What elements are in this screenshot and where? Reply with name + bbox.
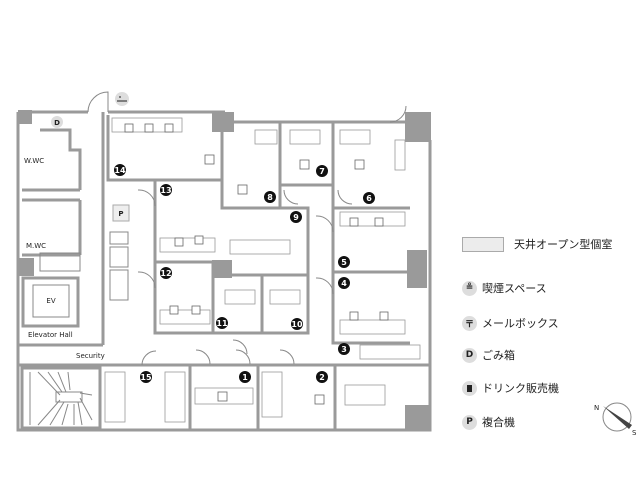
room-5[interactable]: 5 [341, 258, 347, 267]
legend-open-ceiling: 天井オープン型個室 [462, 236, 612, 252]
open-ceiling-swatch [462, 236, 504, 252]
room-2[interactable]: 2 [319, 373, 325, 382]
legend-mailbox: 〒 メールボックス [462, 315, 559, 331]
room-4[interactable]: 4 [341, 279, 347, 288]
elevator-shaft [21, 276, 80, 328]
legend-vending: ドリンク販売機 [462, 380, 559, 396]
pillar [18, 258, 34, 276]
printer-marker: P [118, 210, 123, 218]
security-label: Security [76, 352, 105, 360]
legend-label: 喫煙スペース [482, 282, 547, 295]
wwc-label: W.WC [24, 157, 44, 165]
trash-icon [51, 116, 63, 128]
room-13[interactable]: 13 [160, 186, 171, 195]
compass-south: S [632, 429, 637, 437]
legend-label: メールボックス [482, 317, 559, 330]
printer-icon: P [462, 414, 477, 430]
elevator-hall-label: Elevator Hall [28, 331, 73, 339]
room-12[interactable]: 12 [160, 269, 171, 278]
smoking-area-icon [115, 92, 129, 106]
room-6[interactable]: 6 [366, 194, 372, 203]
legend-printer: P 複合機 [462, 414, 515, 430]
room-3[interactable]: 3 [341, 345, 347, 354]
room-14[interactable]: 14 [114, 166, 126, 175]
mailbox-icon: 〒 [462, 315, 477, 331]
smoking-icon: ≗ [462, 280, 477, 296]
legend-smoking: ≗ 喫煙スペース [462, 280, 547, 296]
room-9[interactable]: 9 [293, 213, 299, 222]
room-8[interactable]: 8 [267, 193, 273, 202]
trash-icon: D [462, 347, 477, 363]
pillar [405, 112, 431, 142]
staircase [20, 366, 102, 430]
walls [16, 91, 432, 432]
compass: N S [594, 402, 637, 437]
room-1[interactable]: 1 [242, 373, 248, 382]
printer-icon [112, 204, 130, 222]
room-10[interactable]: 10 [291, 320, 303, 329]
pillar [407, 250, 427, 288]
room-15[interactable]: 15 [140, 373, 152, 382]
furniture [104, 117, 421, 423]
pillar [405, 405, 431, 430]
room-numbers: 1 2 3 4 5 6 7 8 9 10 11 12 13 14 15 [114, 164, 375, 383]
room-7[interactable]: 7 [319, 167, 325, 176]
mwc-label: M.WC [26, 242, 46, 250]
legend-label: ごみ箱 [482, 349, 515, 362]
trash-marker: D [54, 119, 60, 127]
ev-label: EV [46, 297, 55, 305]
legend-trash: D ごみ箱 [462, 347, 515, 363]
room-11[interactable]: 11 [216, 319, 228, 328]
legend-label: 天井オープン型個室 [514, 238, 613, 251]
legend-label: 複合機 [482, 416, 515, 429]
legend-label: ドリンク販売機 [482, 382, 559, 395]
drink-cup-icon [462, 380, 477, 396]
compass-north: N [594, 404, 599, 412]
